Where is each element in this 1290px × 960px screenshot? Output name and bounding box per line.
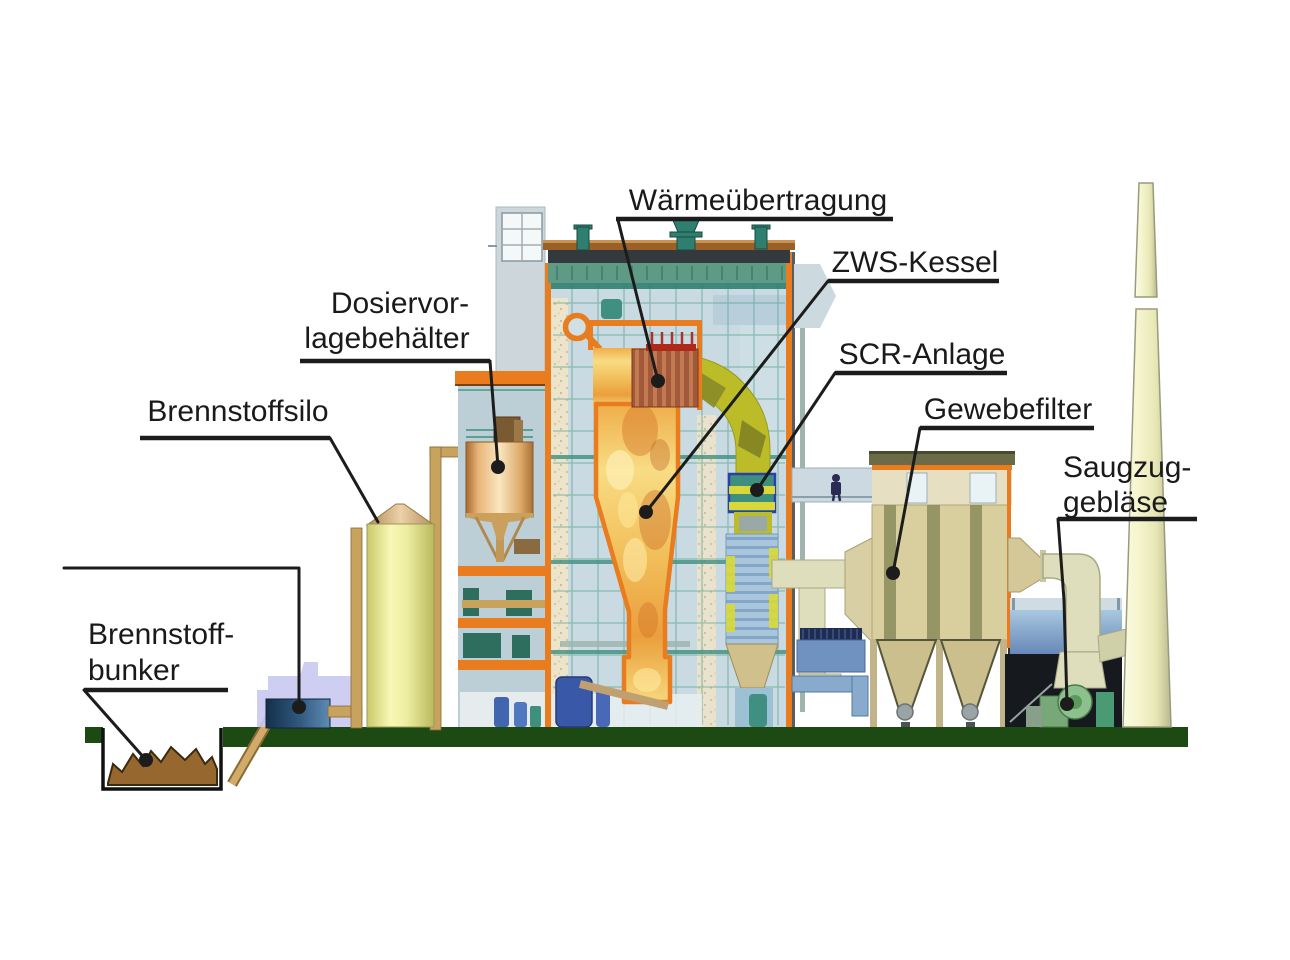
label-zws-kessel: ZWS-Kessel — [832, 246, 999, 279]
annotation-dots — [139, 374, 1074, 767]
label-dosiervorlagebehaelter-line2: lagebehälter — [304, 322, 469, 355]
roof-vents — [573, 217, 771, 251]
fuel-silo — [365, 503, 436, 728]
annotation-lines — [62, 216, 1197, 762]
label-brennstoffbunker-line2: bunker — [88, 654, 180, 687]
stair-tower — [488, 206, 546, 374]
label-waermeuebertragung: Wärmeübertragung — [629, 184, 887, 217]
hopper-discharge-vessels — [896, 703, 979, 727]
label-saugzuggeblaese-line1: Saugzug- — [1063, 451, 1191, 484]
fuel-transport-pipes — [327, 446, 473, 731]
fuel-pile — [107, 745, 218, 786]
ash-pipe — [579, 680, 669, 710]
recirculation-pipe — [791, 675, 869, 717]
dosing-feed-vessel — [462, 416, 545, 608]
label-brennstoffbunker-line1: Brennstoff- — [88, 618, 234, 651]
label-brennstoffsilo: Brennstoffsilo — [147, 395, 328, 428]
flame-mottling — [606, 404, 671, 692]
label-dosiervorlagebehaelter-line1: Dosiervor- — [331, 287, 469, 320]
person-figure — [831, 474, 842, 502]
roof-cap — [543, 240, 795, 250]
ground-level — [85, 727, 1188, 747]
heat-exchanger-tube-bundle — [631, 332, 699, 408]
air-cooler-unit — [796, 628, 866, 673]
label-saugzuggeblaese-line2: gebläse — [1063, 486, 1168, 519]
label-scr-anlage: SCR-Anlage — [839, 338, 1006, 371]
labels: Wärmeübertragung ZWS-Kessel SCR-Anlage G… — [88, 184, 1191, 687]
economizer-stack — [725, 512, 779, 727]
fuel-bunker-pit — [101, 728, 223, 791]
label-gewebefilter: Gewebefilter — [924, 393, 1092, 426]
support-column — [800, 328, 805, 712]
